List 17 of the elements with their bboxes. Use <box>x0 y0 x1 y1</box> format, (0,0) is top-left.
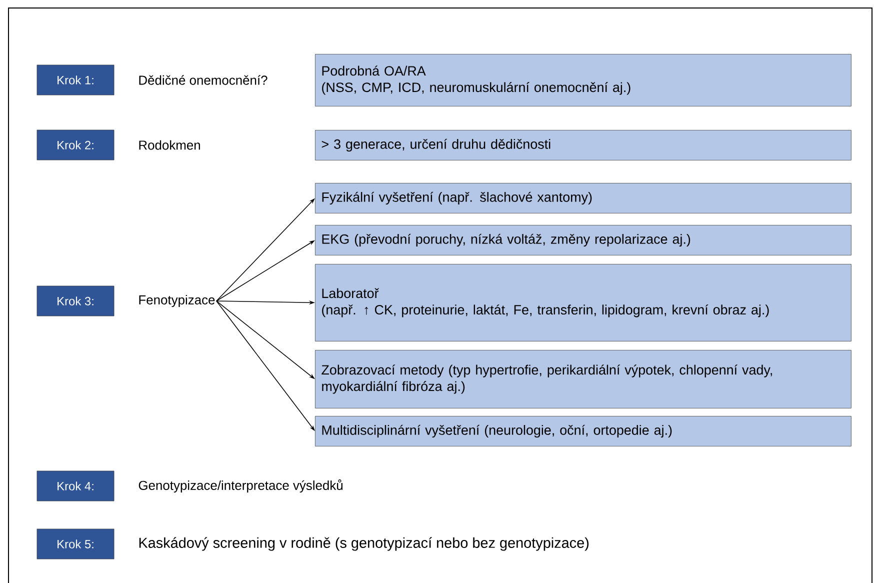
process-box: EKG (převodní poruchy, nízká voltáž, změny repolarizace aj.) <box>315 224 852 256</box>
step-box: Krok 1: <box>36 64 114 96</box>
process-box: > 3 generace, určení druhu dědičnosti <box>315 130 852 160</box>
step-box: Krok 5: <box>36 528 114 560</box>
step-title: Genotypizace/interpretace výsledků <box>138 479 342 493</box>
step-box: Krok 4: <box>36 470 114 502</box>
process-box: Laboratoř (např. ↑ CK, proteinurie, laktát, Fe, transferin, lipidogram, krevní obraz aj.) <box>315 264 852 342</box>
step-box: Krok 2: <box>36 130 114 160</box>
process-box: Podrobná OA/RA (NSS, CMP, ICD, neuromuskulární onemocnění aj.) <box>315 54 852 106</box>
step-box: Krok 3: <box>36 286 114 316</box>
step-title: Fenotypizace <box>139 294 215 308</box>
process-box: Multidisciplinární vyšetření (neurologie, oční, ortopedie aj.) <box>315 416 852 446</box>
step-title: Kaskádový screening v rodině (s genotypizací nebo bez genotypizace) <box>139 537 589 551</box>
step-title: Rodokmen <box>139 140 200 150</box>
process-box: Fyzikální vyšetření (např. šlachové xantomy) <box>315 182 852 214</box>
step-title: Dědičné onemocnění? <box>139 75 268 85</box>
process-box: Zobrazovací metody (typ hypertrofie, perikardiální výpotek, chlopenní vady, myokardiální fibróza aj.) <box>315 350 852 408</box>
